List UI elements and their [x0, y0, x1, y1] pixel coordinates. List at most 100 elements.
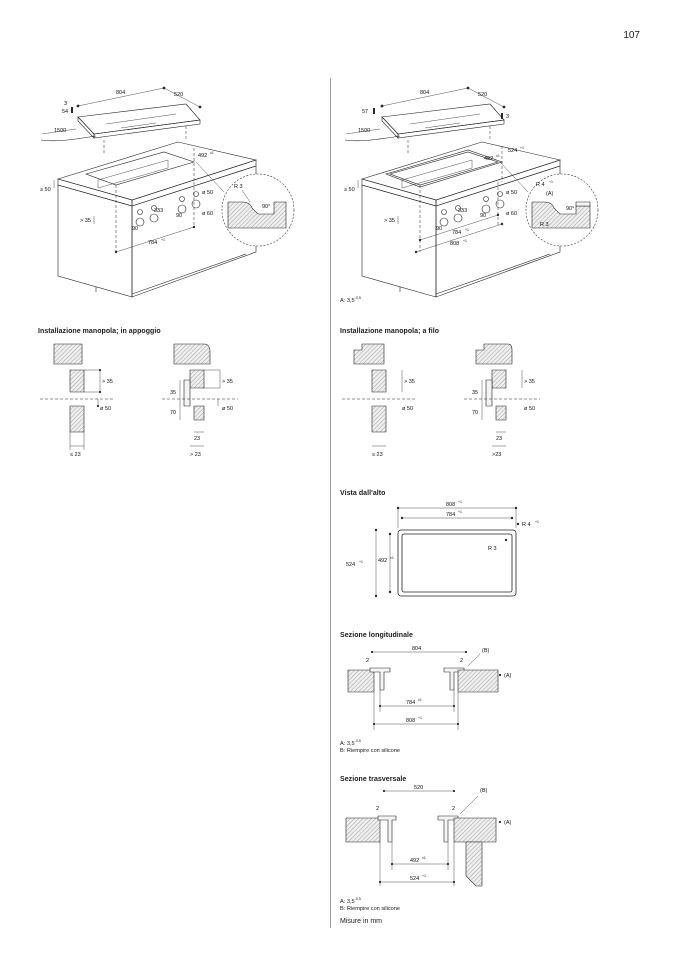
r-detail-label-a: (A): [546, 191, 554, 197]
dim-max-a: ≤ 23: [70, 452, 81, 458]
section-in-appoggio-drawing: > 35 ø 50 ≤ 23 > 35 35 70 ø 50 23 > 23: [40, 343, 238, 458]
top-radius-inner: R 3: [488, 546, 497, 552]
flush-dim-23: 23: [496, 436, 502, 442]
knob-group: [135, 191, 201, 227]
long-note-a: A: 3,5: [340, 740, 355, 747]
dim-70-b: 70: [170, 410, 176, 416]
right-overview-drawing: 804 520 57 3 1500 ≥ 50 524 +1 492 ±1 333…: [344, 86, 599, 298]
long-label-a: (A): [504, 673, 512, 679]
r-dim-cutout-depth: 492: [484, 156, 493, 162]
right-overview-note: A: 3,5-0,5: [340, 295, 361, 305]
dim-cable: 1500: [54, 128, 66, 134]
r-dim-h1: 57: [362, 109, 368, 115]
long-label-b: (B): [482, 648, 490, 654]
dim-knob-spacing-b: 90: [176, 213, 182, 219]
long-note-a-sup: -0,5: [354, 739, 361, 743]
cross-dim-492-tol: ±1: [422, 856, 426, 860]
r-dim-knob-pitch: 333: [458, 208, 467, 214]
r-dim-knob-gap: > 35: [384, 218, 395, 224]
r-dim-cutout-width-tol: +1: [465, 228, 469, 232]
long-dim-2b: 2: [460, 658, 463, 664]
longitudinal-section-drawing: 2 2 804 (B) (A) 784 ±1 808 +1: [347, 646, 512, 730]
longitudinal-notes: A: 3,5-0,5 B: Riempire con silicone: [340, 738, 400, 755]
left-overview-drawing: 804 520 3 54 1500 ≥ 50 492 ±1 333 90 90 …: [40, 86, 295, 298]
cross-label-a: (A): [504, 820, 512, 826]
r-dim-h2: 3: [506, 114, 509, 120]
long-dim-808-tol: +1: [418, 716, 422, 720]
section-title-cross: Sezione trasversale: [340, 776, 407, 783]
dim-min-edge: ≥ 50: [40, 187, 51, 193]
dim-knob-gap: > 35: [80, 218, 91, 224]
r-dim-min-edge: ≥ 50: [344, 187, 355, 193]
r-dim-cable: 1500: [358, 128, 370, 134]
cross-dim-492: 492: [410, 858, 419, 864]
cross-notes: A: 3,5-0,5 B: Riempire con silicone: [340, 896, 400, 913]
cross-note-a: A: 3,5: [340, 898, 355, 905]
footer-units: Misure in mm: [340, 918, 383, 925]
section-title-in-appoggio: Installazione manopola; in appoggio: [38, 328, 161, 335]
dim-h2: 54: [62, 109, 68, 115]
cross-label-b: (B): [480, 788, 488, 794]
dim-cutout-width-tol: +1: [161, 238, 165, 242]
dim-cutout-depth: 492: [198, 153, 207, 159]
flush-dim-dia-b: ø 50: [524, 406, 535, 412]
flush-dim-70: 70: [472, 410, 478, 416]
page-number: 107: [623, 30, 640, 41]
r-dim-outer-width: 808: [450, 241, 459, 247]
dim-knob-pitch: 333: [154, 208, 163, 214]
flush-dim-min: >23: [492, 452, 501, 458]
cross-note-a-sup: -0,5: [354, 897, 361, 901]
r-dim-knob-spacing-b: 90: [480, 213, 486, 219]
r-dim-knob-dia2: ø 60: [506, 211, 517, 217]
dim-gap-b: > 35: [222, 379, 233, 385]
long-note-a-row: A: 3,5-0,5: [340, 738, 400, 748]
top-inner-width-tol: +1: [458, 510, 462, 514]
dim-dia-b: ø 50: [222, 406, 233, 412]
flush-dim-max: ≤ 23: [372, 452, 383, 458]
r-dim-width: 804: [420, 90, 429, 96]
top-inner-width: 784: [446, 512, 455, 518]
r-detail-angle: 90°: [566, 206, 574, 212]
r-dim-outer-width-tol: +1: [463, 239, 467, 243]
top-outer-width: 808: [446, 502, 455, 508]
dim-dia-a: ø 50: [100, 406, 111, 412]
long-dim-784: 784: [406, 700, 415, 706]
section-a-filo-drawing: > 35 ø 50 ≤ 23 > 35 35 70 ø 50 23 >23: [342, 343, 540, 458]
r-detail-radius-outer: R 4: [536, 182, 545, 188]
dim-knob-dia2: ø 60: [202, 211, 213, 217]
top-outer-width-tol: +1: [458, 500, 462, 504]
section-title-a-filo: Installazione manopola; a filo: [340, 328, 440, 335]
r-dim-depth: 520: [478, 92, 487, 98]
top-view-drawing: 808 +1 784 +1 R 4 +1 R 3 524 +1 492 ±1: [346, 500, 539, 598]
dim-gap-a: > 35: [102, 379, 113, 385]
top-radius-outer-tol: +1: [535, 520, 539, 524]
long-note-b: B: Riempire con silicone: [340, 747, 401, 754]
r-dim-knob-spacing-a: 90: [436, 226, 442, 232]
r-detail-radius-outer-tol: +1: [549, 180, 553, 184]
dim-h1: 3: [64, 101, 67, 107]
cross-dim-524: 524: [410, 876, 419, 882]
dim-cutout-width: 784: [148, 240, 157, 246]
dim-depth: 520: [174, 92, 183, 98]
detail-angle: 90°: [262, 204, 270, 210]
r-detail-radius: R 3: [540, 222, 549, 228]
dim-width: 804: [116, 90, 125, 96]
top-inner-depth: 492: [378, 558, 387, 564]
top-inner-depth-tol: ±1: [390, 556, 394, 560]
r-dim-cutout-width: 784: [452, 230, 461, 236]
right-overview-note-sup: -0,5: [354, 296, 361, 300]
cross-section-drawing: 520 2 2 (B) (A) 492 ±1 524 +1: [345, 785, 512, 887]
top-outer-depth: 524: [346, 562, 355, 568]
long-dim-2a: 2: [366, 658, 369, 664]
flush-dim-gap-a: > 35: [404, 379, 415, 385]
long-dim-808: 808: [406, 718, 415, 724]
right-overview-note-text: A: 3,5: [340, 297, 355, 304]
cross-dim-2a: 2: [376, 806, 379, 812]
r-dim-knob-dia1: ø 50: [506, 190, 517, 196]
r-dim-cutout-tol: ±1: [496, 154, 500, 158]
dim-cutout-tol: ±1: [210, 151, 214, 155]
r-dim-outer-tol: +1: [520, 146, 524, 150]
dim-23-b: 23: [194, 436, 200, 442]
dim-knob-dia1: ø 50: [202, 190, 213, 196]
cross-note-b: B: Riempire con silicone: [340, 905, 401, 912]
